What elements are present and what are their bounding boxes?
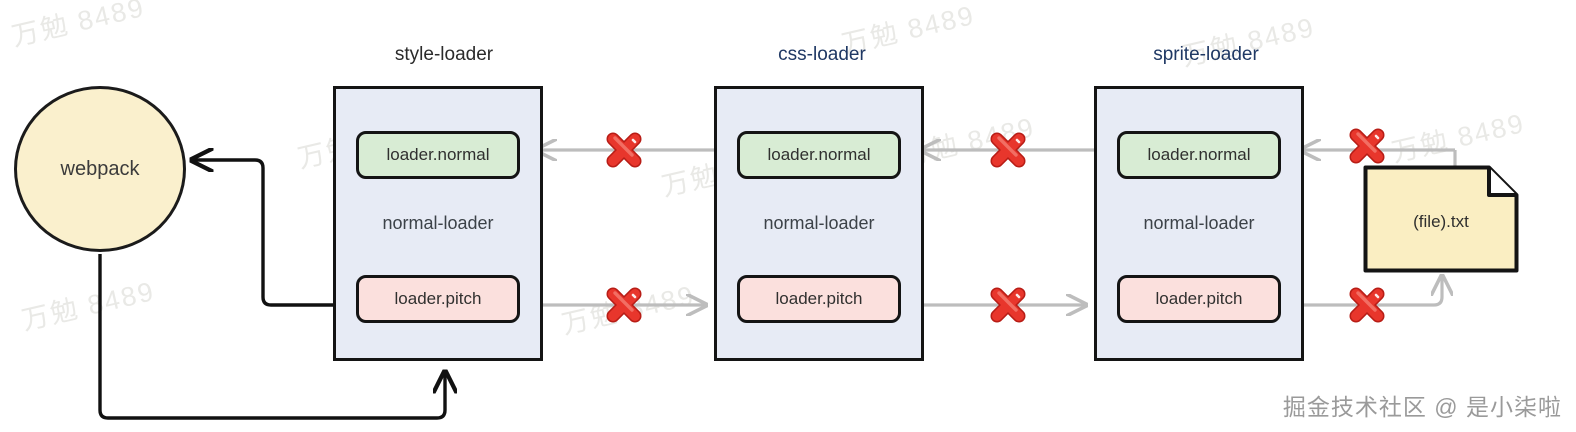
webpack-label: webpack xyxy=(60,157,140,180)
loader-title-style-loader: style-loader xyxy=(394,44,494,65)
loader-box-sprite-loader[interactable]: loader.normal normal-loader loader.pitch xyxy=(1094,86,1304,361)
slot-loader-normal-style[interactable]: loader.normal xyxy=(356,131,520,179)
loader-box-style-loader[interactable]: loader.normal normal-loader loader.pitch xyxy=(333,86,543,361)
webpack-node[interactable]: webpack xyxy=(14,86,186,252)
background-watermark: 万勉 8489 xyxy=(18,276,158,336)
loader-box-css-loader[interactable]: loader.normal normal-loader loader.pitch xyxy=(714,86,924,361)
credit-watermark: 掘金技术社区 @ 是小柒啦 xyxy=(1282,394,1562,420)
x-normal-css-sprite-icon xyxy=(986,128,1030,172)
slot-loader-pitch-sprite[interactable]: loader.pitch xyxy=(1117,275,1281,323)
x-pitch-css-sprite-icon xyxy=(986,283,1030,327)
slot-loader-normal-css[interactable]: loader.normal xyxy=(737,131,901,179)
slot-loader-normal-sprite[interactable]: loader.normal xyxy=(1117,131,1281,179)
background-watermark: 万勉 8489 xyxy=(1388,108,1528,168)
middle-label-sprite: normal-loader xyxy=(1143,213,1255,233)
background-watermark: 万勉 8489 xyxy=(8,0,148,52)
middle-label-css: normal-loader xyxy=(763,213,875,233)
connector-pitch-style-to-webpack xyxy=(192,160,349,307)
file-node-label: (file).txt xyxy=(1413,212,1469,231)
slot-loader-pitch-style[interactable]: loader.pitch xyxy=(356,275,520,323)
middle-label-style: normal-loader xyxy=(382,213,494,233)
loader-title-css-loader: css-loader xyxy=(778,44,866,65)
file-node[interactable]: (file).txt xyxy=(1363,165,1519,273)
slot-loader-pitch-css[interactable]: loader.pitch xyxy=(737,275,901,323)
x-normal-sprite-file-icon xyxy=(1345,124,1389,168)
x-pitch-sprite-file-icon xyxy=(1345,283,1389,327)
x-pitch-style-css-icon xyxy=(602,283,646,327)
loader-title-sprite-loader: sprite-loader xyxy=(1153,44,1259,65)
file-icon xyxy=(1363,165,1519,273)
x-normal-style-css-icon xyxy=(602,128,646,172)
